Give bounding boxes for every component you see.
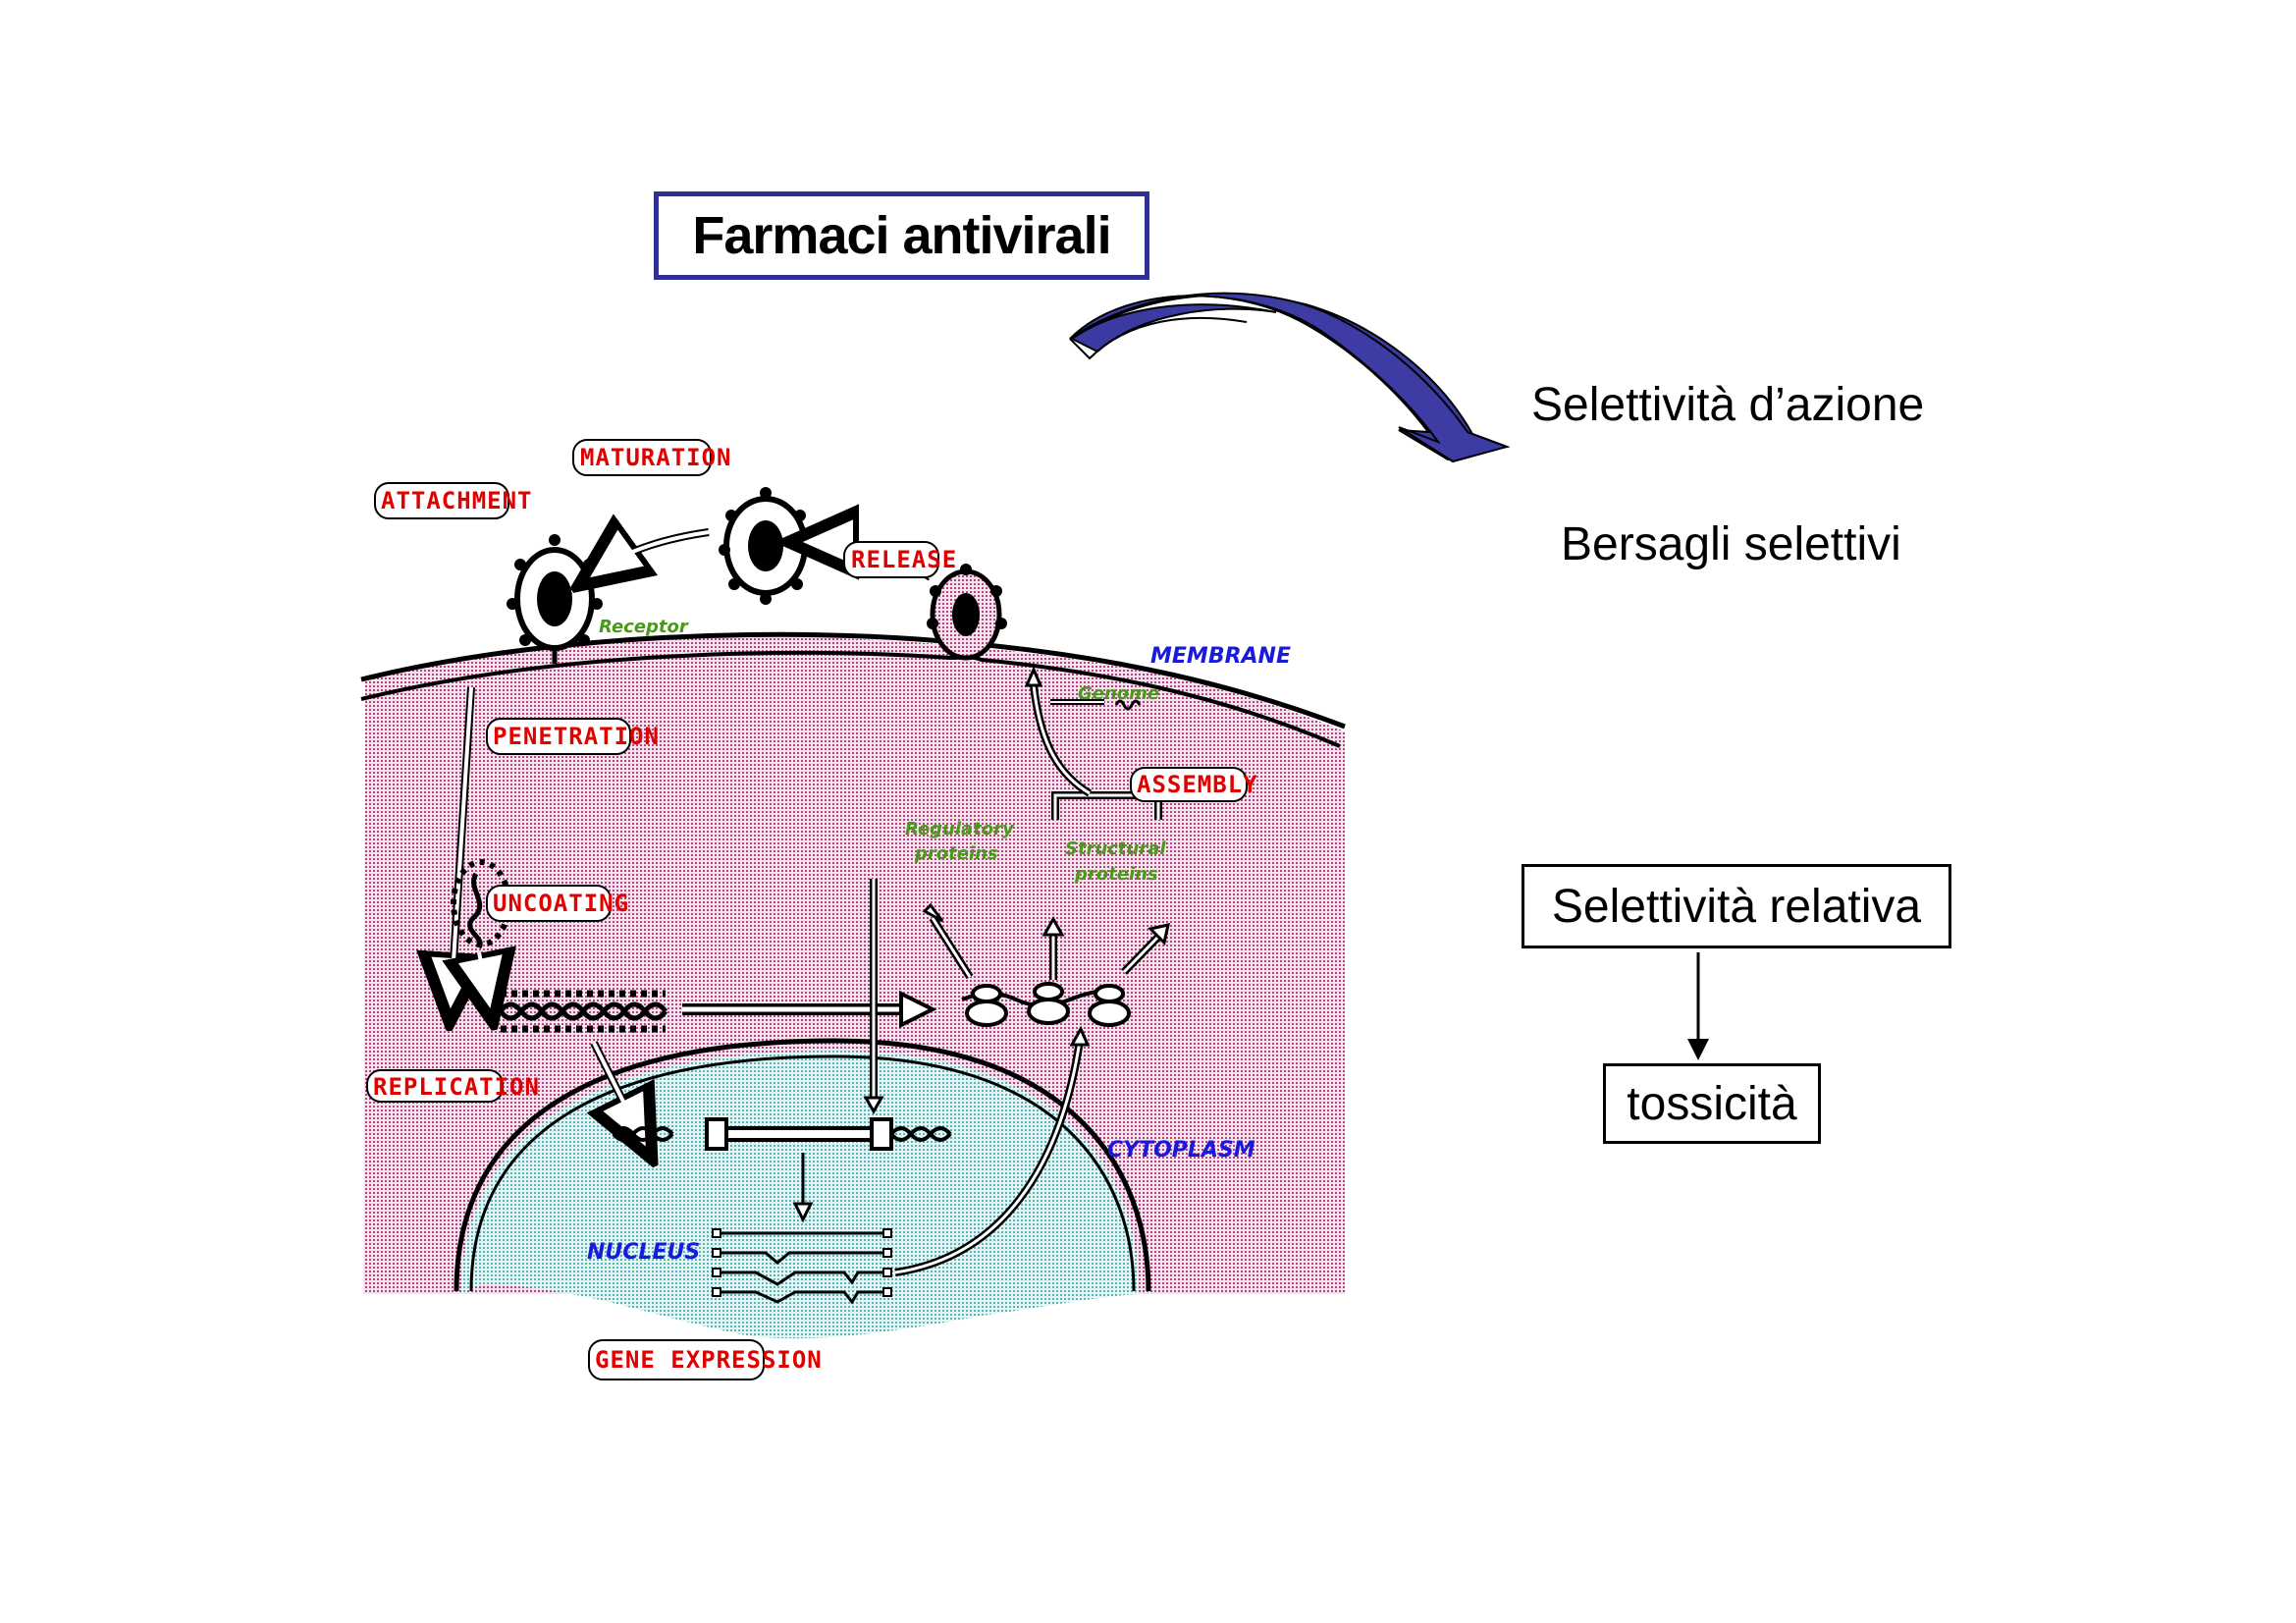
genome-label: Genome: [1078, 683, 1159, 704]
stage-replication-label: REPLICATION: [373, 1073, 540, 1101]
regulatory-proteins-label-2: proteins: [914, 843, 998, 864]
stage-penetration-label: PENETRATION: [493, 723, 660, 750]
receptor-label: Receptor: [599, 617, 689, 637]
arrow-down-icon: [1687, 952, 1709, 1060]
stage-release-label: RELEASE: [851, 546, 957, 573]
relative-selectivity-box: Selettività relativa: [1522, 864, 1951, 948]
mrna-transcripts-icon: [712, 1228, 892, 1305]
stage-uncoating-label: UNCOATING: [493, 890, 629, 917]
toxicity-label: tossicità: [1627, 1077, 1797, 1130]
stage-gene-expression-label: GENE EXPRESSION: [595, 1346, 823, 1374]
virus-lifecycle-diagram: ATTACHMENT MATURATION RELEASE PENETRATIO…: [360, 439, 1346, 1380]
point-selective-targets: Bersagli selettivi: [1561, 518, 1901, 570]
structural-proteins-label-2: proteins: [1074, 864, 1158, 885]
relative-selectivity-label: Selettività relativa: [1551, 880, 1922, 933]
regulatory-proteins-label-1: Regulatory: [905, 819, 1015, 839]
curved-arrow-icon: [1069, 292, 1511, 463]
virion-release-icon: [927, 564, 1007, 661]
cytoplasm-label: CYTOPLASM: [1107, 1138, 1255, 1163]
stage-maturation-label: MATURATION: [580, 444, 732, 471]
stage-attachment-label: ATTACHMENT: [381, 487, 533, 514]
slide-title: Farmaci antivirali: [692, 206, 1111, 265]
membrane-label: MEMBRANE: [1150, 644, 1291, 669]
toxicity-box: tossicità: [1603, 1063, 1821, 1144]
title-box: Farmaci antivirali: [654, 191, 1149, 280]
virion-maturation-icon: [719, 487, 813, 605]
ribosomes-icon: [961, 982, 1131, 1027]
point-selectivity-action: Selettività d’azione: [1531, 379, 1925, 431]
nucleus-label: NUCLEUS: [587, 1240, 700, 1265]
structural-proteins-label-1: Structural: [1065, 839, 1166, 859]
stage-assembly-label: ASSEMBLY: [1137, 771, 1258, 798]
integrated-dna-icon: [612, 1117, 952, 1151]
dna-replication-icon: [498, 990, 668, 1033]
